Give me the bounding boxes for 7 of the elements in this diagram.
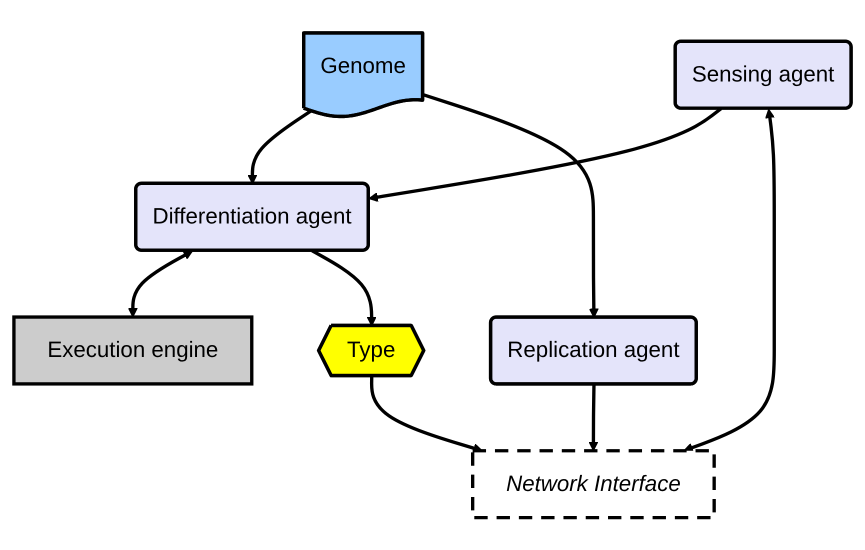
arrow bbox=[128, 250, 194, 318]
node-box bbox=[12, 315, 254, 386]
arrow bbox=[368, 107, 722, 202]
node-box bbox=[471, 448, 716, 520]
flowchart-drawing: Genome Differentiation agent Execution engine Replication agent Sensing agent Type Network Interface bbox=[5, 24, 860, 526]
arrow bbox=[683, 108, 776, 452]
arrow bbox=[588, 384, 598, 451]
